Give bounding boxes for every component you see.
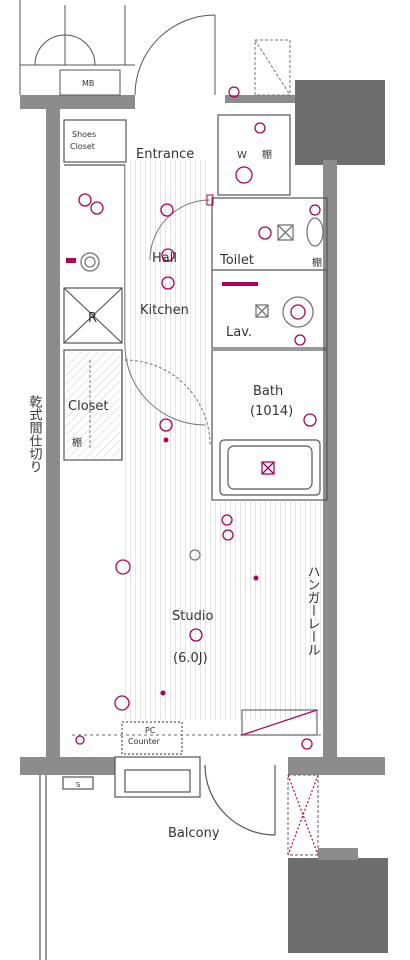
hanger-rail-label: ハンガーレール <box>305 565 320 656</box>
washer-label: W <box>237 150 247 161</box>
shelf-label-washer: 棚 <box>262 148 272 161</box>
burner-icon <box>90 201 104 215</box>
bottom-wall-right <box>288 757 385 775</box>
mb-label: MB <box>82 79 94 88</box>
right-wall <box>323 160 337 760</box>
bottom-wall-left <box>20 757 115 775</box>
hall-label: Hall <box>152 251 177 266</box>
light-icon <box>115 559 131 575</box>
studio-floor-main <box>210 500 323 720</box>
column-top-right <box>295 80 385 165</box>
light-fixture-outside <box>228 86 240 98</box>
shelf-label-closet: 棚 <box>72 436 82 449</box>
light-icon <box>159 418 173 432</box>
bath-label: Bath <box>253 384 283 399</box>
bath-size-label: (1014) <box>250 404 293 419</box>
pc-counter-label-2: Counter <box>128 737 161 746</box>
light-icon <box>189 628 203 642</box>
partitions <box>39 114 328 960</box>
studio-label: Studio <box>172 609 213 624</box>
shoes-closet-label-2: Closet <box>70 142 95 151</box>
light-icon <box>161 276 175 290</box>
fixtures <box>75 122 324 750</box>
burner-icon <box>78 193 92 207</box>
column-bottom-cap <box>318 848 358 860</box>
toilet-light-icon <box>258 226 272 240</box>
corridor-area: MB <box>19 0 291 98</box>
pc-counter-label-1: PC <box>145 726 156 735</box>
light-icon <box>114 695 130 711</box>
walls <box>20 80 388 953</box>
light-icon <box>161 248 175 262</box>
interior-doors <box>89 199 211 450</box>
outlet-dots <box>66 194 259 696</box>
room-labels: Shoes Closet Entrance W 棚 Hall Toilet 棚 … <box>27 130 323 841</box>
toilet-label: Toilet <box>219 253 254 268</box>
closet-floor <box>66 352 120 458</box>
entrance-label: Entrance <box>136 147 194 162</box>
shoes-closet-label-1: Shoes <box>72 130 96 139</box>
light-icon <box>160 203 174 217</box>
balcony-label: Balcony <box>168 826 220 841</box>
studio-size-label: (6.0J) <box>173 651 208 666</box>
mb-box <box>59 69 121 96</box>
left-wall <box>46 109 60 759</box>
dry-closet-label: 乾式間仕切り <box>27 395 43 473</box>
fridge-label: R <box>88 311 97 326</box>
shelf-label-toilet: 棚 <box>312 256 322 269</box>
lav-label: Lav. <box>226 325 252 340</box>
basin-icon <box>282 296 314 328</box>
top-wall-right <box>225 95 295 103</box>
sink-icon <box>80 252 100 272</box>
small-s-label: S <box>76 781 81 789</box>
column-bottom-right <box>288 858 388 953</box>
top-wall-left <box>20 95 135 109</box>
closet-label: Closet <box>68 399 109 414</box>
kitchen-label: Kitchen <box>140 303 189 318</box>
